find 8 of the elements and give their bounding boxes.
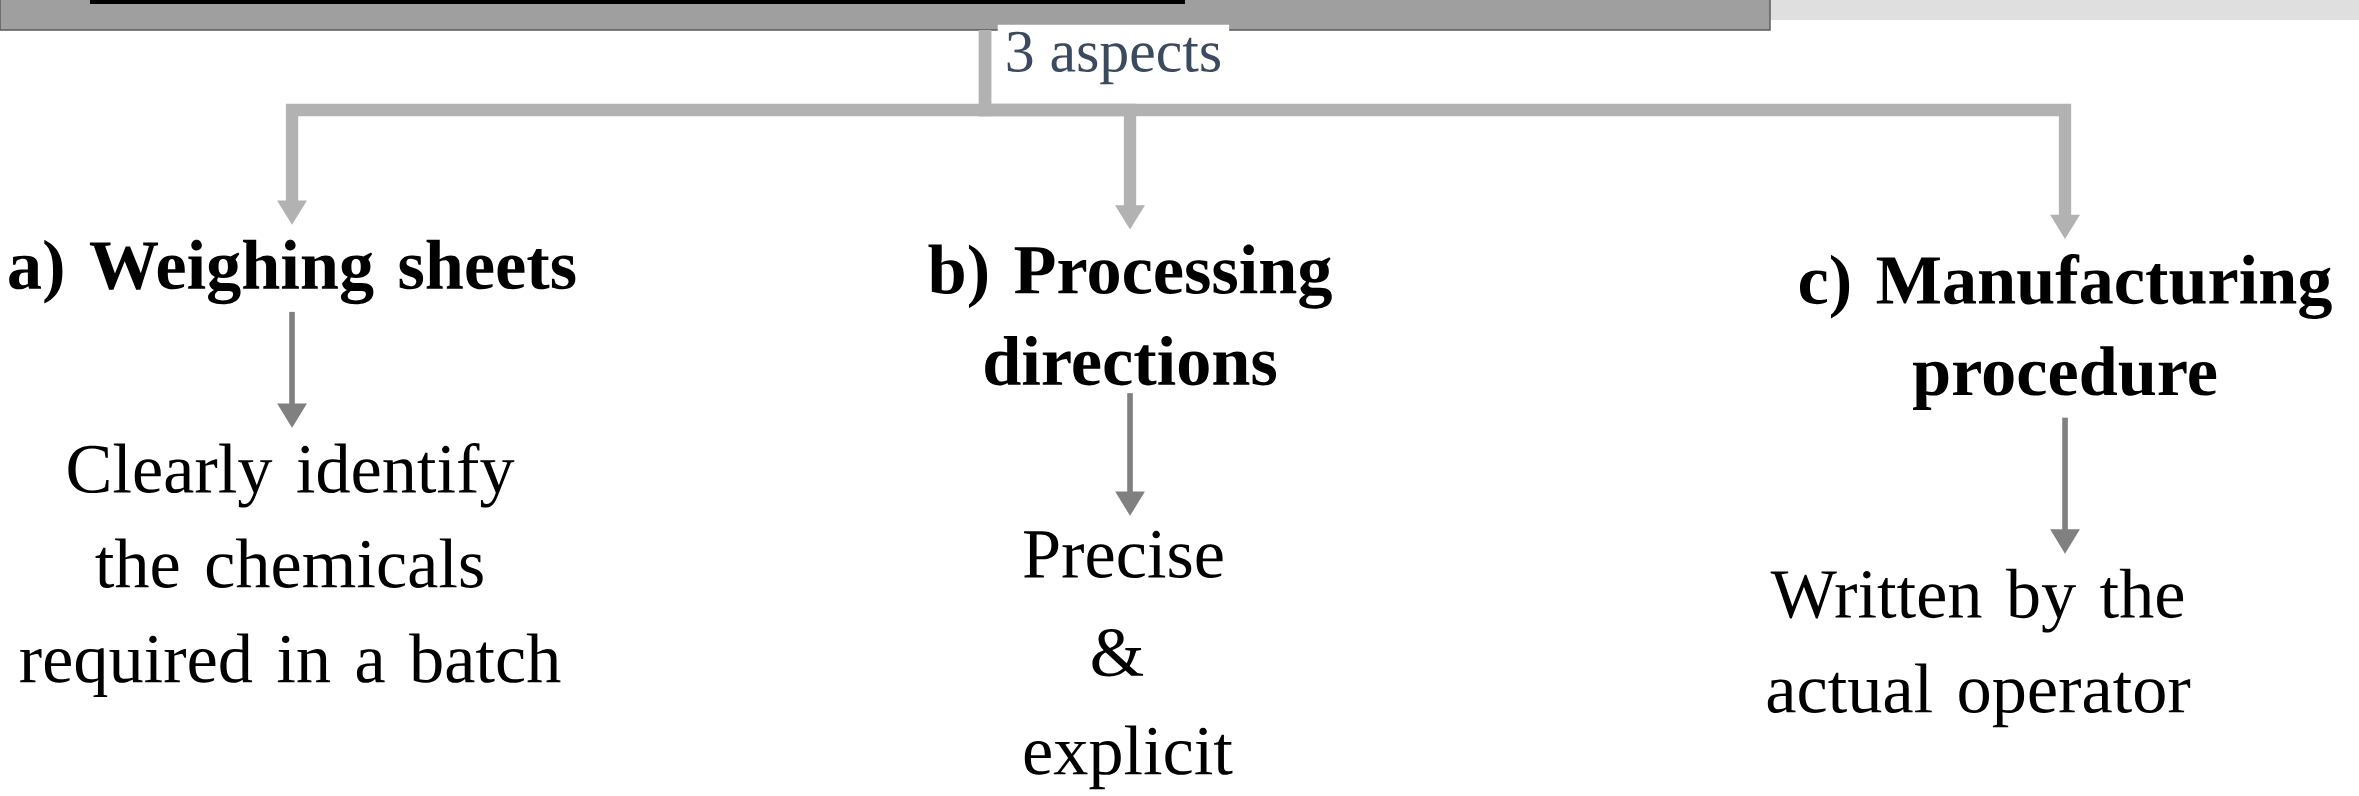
description-text: Precise & explicit: [1024, 530, 1233, 790]
heading-text: c) Manufacturing procedure: [1800, 254, 2332, 410]
description-text: Clearly identify the chemicals required in a batch: [20, 442, 561, 698]
heading-text: a) Weighing sheets: [9, 239, 576, 305]
description-text: Written by the actual operator: [1767, 568, 2191, 728]
heading-text: b) Processing directions: [928, 244, 1332, 386]
edge-label: 3 aspects: [997, 24, 1230, 92]
slide-header-box: [0, 0, 1771, 31]
